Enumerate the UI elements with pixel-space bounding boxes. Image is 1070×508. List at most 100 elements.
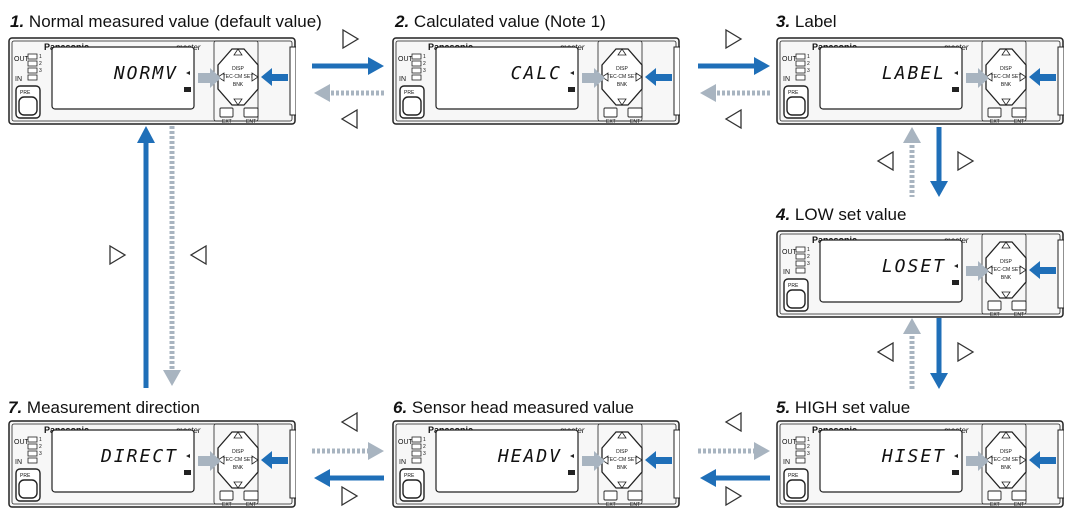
out-number: 1 <box>39 437 42 443</box>
device-step-1: Panasonic master OUT 1 2 3 IN PRE NORMV … <box>8 37 296 125</box>
arrow-2-to-1 <box>314 84 384 102</box>
out-number: 2 <box>423 61 426 67</box>
right-triangle-icon <box>341 485 359 507</box>
arrow-6-to-7 <box>314 469 384 487</box>
center-key-label: DISP <box>1000 449 1012 455</box>
pre-label: PRE <box>788 90 799 96</box>
out-label: OUT <box>398 439 414 446</box>
center-key-label: TEC·CM SET <box>607 457 638 463</box>
left-triangle-icon <box>724 411 742 433</box>
up-key-icon <box>1001 431 1011 439</box>
arrow-7-to-1 <box>137 126 155 388</box>
out-number: 2 <box>39 444 42 450</box>
arrow-4-to-5 <box>930 318 948 389</box>
right-key-icon <box>1019 72 1027 82</box>
ent-label: ENT <box>1014 119 1024 125</box>
right-triangle-icon <box>109 244 127 266</box>
out-number: 2 <box>807 444 810 450</box>
ext-label: EXT <box>990 502 1000 508</box>
out-number: 1 <box>423 437 426 443</box>
ent-label: ENT <box>630 119 640 125</box>
in-label: IN <box>399 459 406 466</box>
out-number: 3 <box>423 451 426 457</box>
right-key-icon <box>635 72 643 82</box>
in-label: IN <box>15 459 22 466</box>
out-number: 1 <box>39 54 42 60</box>
out-label: OUT <box>782 56 798 63</box>
center-key-label: DISP <box>616 66 628 72</box>
center-key-label: DISP <box>1000 259 1012 265</box>
in-label: IN <box>783 76 790 83</box>
step-1-label: 1. Normal measured value (default value) <box>10 12 322 31</box>
right-key-icon <box>251 455 259 465</box>
left-key-icon <box>985 265 993 275</box>
out-label: OUT <box>782 249 798 256</box>
arrow-4-to-3 <box>903 127 921 197</box>
center-key-label: TEC·CM SET <box>607 74 638 80</box>
left-key-icon <box>985 72 993 82</box>
out-number: 3 <box>39 68 42 74</box>
down-key-icon <box>1001 481 1011 489</box>
step-4-label: 4. LOW set value <box>776 205 907 224</box>
right-key-icon <box>251 72 259 82</box>
out-number: 1 <box>423 54 426 60</box>
out-number: 1 <box>807 437 810 443</box>
center-key-label: DISP <box>232 66 244 72</box>
ent-label: ENT <box>246 502 256 508</box>
up-key-icon <box>1001 48 1011 56</box>
down-key-icon <box>1001 291 1011 299</box>
right-key-icon <box>1019 265 1027 275</box>
left-triangle-icon <box>340 411 358 433</box>
ent-label: ENT <box>1014 312 1024 318</box>
ent-label: ENT <box>1014 502 1024 508</box>
down-key-icon <box>617 98 627 106</box>
out-number: 2 <box>423 444 426 450</box>
lcd-display-text: LOSET <box>882 256 946 277</box>
up-key-icon <box>617 431 627 439</box>
left-triangle-icon <box>340 108 358 130</box>
in-label: IN <box>15 76 22 83</box>
device-step-4: Panasonic master OUT 1 2 3 IN PRE LOSET … <box>776 230 1064 318</box>
arrow-7-to-6 <box>312 442 384 460</box>
center-key-label: BNK <box>617 465 628 471</box>
out-number: 1 <box>807 54 810 60</box>
left-triangle-icon <box>724 108 742 130</box>
pre-label: PRE <box>20 90 31 96</box>
center-key-label: BNK <box>233 465 244 471</box>
center-key-label: DISP <box>1000 66 1012 72</box>
step-2-label: 2. Calculated value (Note 1) <box>395 12 606 31</box>
center-key-label: TEC·CM SET <box>991 267 1022 273</box>
ext-label: EXT <box>606 119 616 125</box>
ext-label: EXT <box>990 312 1000 318</box>
up-key-icon <box>1001 241 1011 249</box>
out-number: 3 <box>39 451 42 457</box>
arrow-3-to-2 <box>700 84 770 102</box>
out-number: 2 <box>807 254 810 260</box>
arrow-1-to-7 <box>163 126 181 386</box>
right-key-icon <box>635 455 643 465</box>
out-number: 3 <box>807 451 810 457</box>
center-key-label: BNK <box>1001 465 1012 471</box>
arrow-2-to-3 <box>698 57 770 75</box>
left-key-icon <box>601 72 609 82</box>
arrow-5-to-6 <box>700 469 770 487</box>
up-key-icon <box>617 48 627 56</box>
lcd-display-text: DIRECT <box>100 446 178 467</box>
step-5-label: 5. HIGH set value <box>776 398 911 417</box>
in-label: IN <box>783 459 790 466</box>
out-number: 3 <box>807 68 810 74</box>
ext-label: EXT <box>222 502 232 508</box>
device-step-5: Panasonic master OUT 1 2 3 IN PRE HISET … <box>776 420 1064 508</box>
ent-label: ENT <box>630 502 640 508</box>
arrow-1-to-2 <box>312 57 384 75</box>
pre-label: PRE <box>788 283 799 289</box>
left-key-icon <box>985 455 993 465</box>
ext-label: EXT <box>222 119 232 125</box>
pre-label: PRE <box>404 90 415 96</box>
device-step-7: Panasonic master OUT 1 2 3 IN PRE DIRECT… <box>8 420 296 508</box>
lcd-display-text: LABEL <box>882 63 946 84</box>
lcd-display-text: NORMV <box>113 63 178 84</box>
center-key-label: DISP <box>616 449 628 455</box>
in-label: IN <box>399 76 406 83</box>
